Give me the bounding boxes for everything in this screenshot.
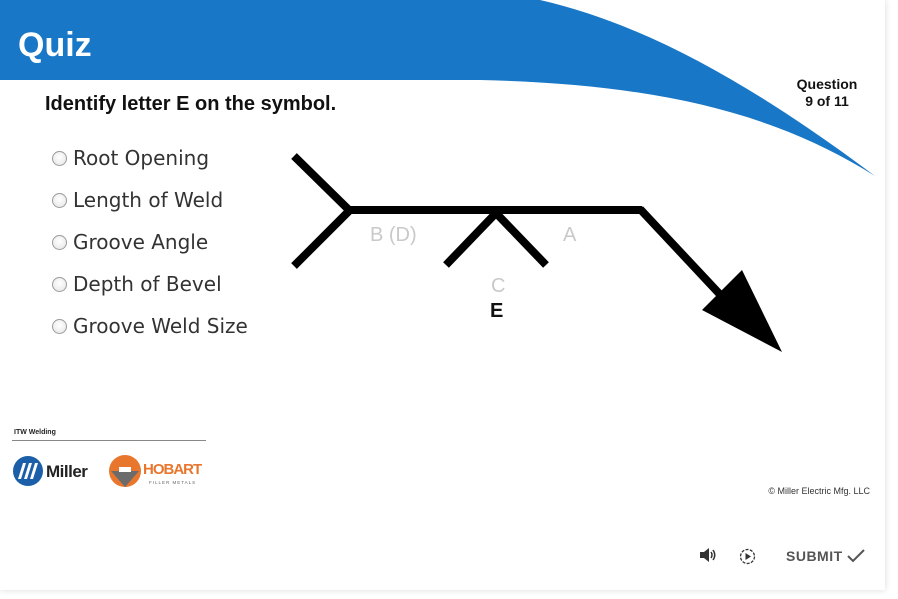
hobart-logo-subtext: FILLER METALS xyxy=(149,480,196,485)
miller-logo: Miller xyxy=(13,456,89,486)
hobart-logo: HOBART FILLER METALS xyxy=(109,455,203,487)
quiz-title: Quiz xyxy=(18,26,92,64)
option-groove-angle[interactable]: Groove Angle xyxy=(52,221,248,263)
radio-button[interactable] xyxy=(52,192,67,208)
label-e: E xyxy=(490,300,503,322)
answer-options: Root Opening Length of Weld Groove Angle… xyxy=(52,137,248,347)
itw-welding-label: ITW Welding xyxy=(14,429,56,436)
option-label: Length of Weld xyxy=(73,188,224,212)
option-depth-of-bevel[interactable]: Depth of Bevel xyxy=(52,263,248,305)
option-label: Root Opening xyxy=(73,146,210,170)
submit-label: SUBMIT xyxy=(786,548,843,564)
option-length-of-weld[interactable]: Length of Weld xyxy=(52,179,248,221)
question-counter-value: 9 of 11 xyxy=(805,93,849,109)
tail-lower-line xyxy=(291,207,353,269)
question-counter-label: Question xyxy=(796,76,858,92)
option-label: Groove Angle xyxy=(73,230,209,254)
question-text: Identify letter E on the symbol. xyxy=(45,93,337,115)
copyright-text: © Miller Electric Mfg. LLC xyxy=(768,486,870,496)
radio-button[interactable] xyxy=(52,318,67,334)
submit-button[interactable]: SUBMIT xyxy=(786,548,865,564)
miller-logo-text: Miller xyxy=(46,462,88,481)
groove-left-line xyxy=(443,209,500,268)
brand-logos: ITW Welding Miller HOBART FILLER METALS xyxy=(12,425,208,495)
option-groove-weld-size[interactable]: Groove Weld Size xyxy=(52,305,248,347)
radio-button[interactable] xyxy=(52,276,67,292)
arrow-leader-line xyxy=(637,206,731,306)
groove-right-line xyxy=(492,209,549,268)
replay-icon[interactable] xyxy=(739,548,756,565)
welding-symbol-diagram: B (D) A C E xyxy=(291,153,782,352)
question-counter: Question 9 of 11 xyxy=(786,76,868,110)
radio-button[interactable] xyxy=(52,150,67,166)
speaker-icon[interactable] xyxy=(699,546,717,564)
arrowhead xyxy=(702,270,782,352)
header-banner xyxy=(0,0,875,176)
logo-divider xyxy=(12,440,206,441)
label-a: A xyxy=(563,224,577,246)
label-b-d: B (D) xyxy=(370,224,417,246)
tail-upper-line xyxy=(291,153,353,214)
checkmark-icon xyxy=(846,549,865,563)
option-label: Depth of Bevel xyxy=(73,272,222,296)
radio-button[interactable] xyxy=(52,234,67,250)
hobart-logo-text: HOBART xyxy=(143,461,202,478)
option-root-opening[interactable]: Root Opening xyxy=(52,137,248,179)
label-c: C xyxy=(491,275,505,297)
option-label: Groove Weld Size xyxy=(73,314,248,338)
quiz-slide: Quiz Question 9 of 11 Identify letter E … xyxy=(0,0,875,565)
